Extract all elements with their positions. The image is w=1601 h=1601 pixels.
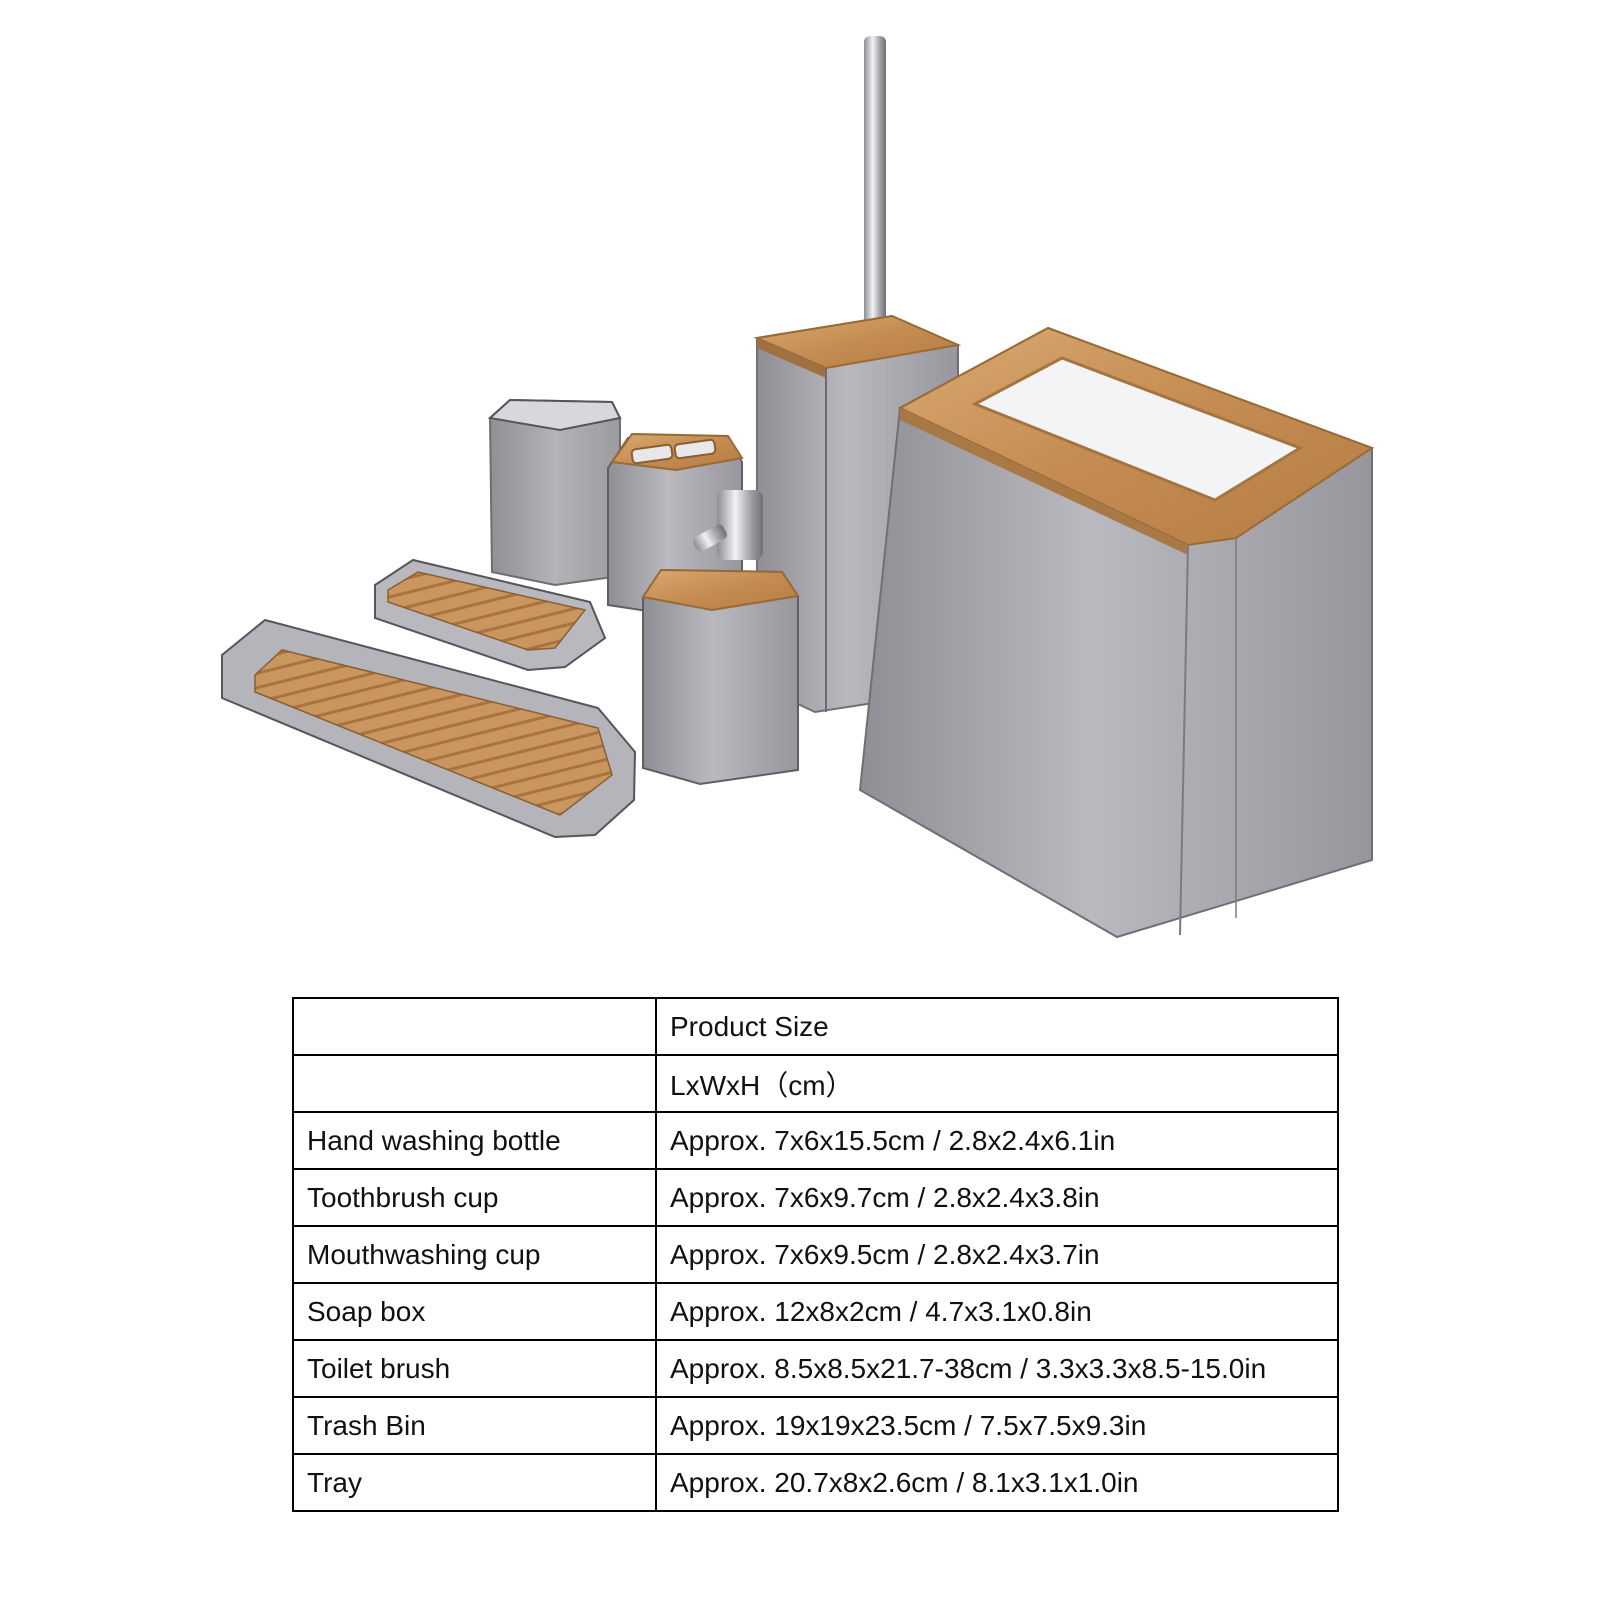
trash-bin [858, 326, 1375, 939]
table-cell-label [292, 1054, 657, 1113]
table-cell-label: Mouthwashing cup [292, 1225, 657, 1284]
product-size-table: Product Size LxWxH（cm） Hand washing bott… [292, 997, 1339, 1512]
table-cell-label: Tray [292, 1453, 657, 1512]
table-cell-value: Approx. 19x19x23.5cm / 7.5x7.5x9.3in [655, 1396, 1339, 1455]
table-cell-value: LxWxH（cm） [655, 1054, 1339, 1113]
soap-dispenser [641, 490, 800, 786]
table-cell-label: Hand washing bottle [292, 1111, 657, 1170]
table-cell-label: Trash Bin [292, 1396, 657, 1455]
table-row: Tray Approx. 20.7x8x2.6cm / 8.1x3.1x1.0i… [292, 1453, 1339, 1512]
table-cell-value: Approx. 7x6x15.5cm / 2.8x2.4x6.1in [655, 1111, 1339, 1170]
table-cell-value: Approx. 7x6x9.7cm / 2.8x2.4x3.8in [655, 1168, 1339, 1227]
table-cell-value: Approx. 20.7x8x2.6cm / 8.1x3.1x1.0in [655, 1453, 1339, 1512]
table-row: Soap box Approx. 12x8x2cm / 4.7x3.1x0.8i… [292, 1282, 1339, 1341]
table-header-row: Product Size [292, 997, 1339, 1056]
table-cell-label [292, 997, 657, 1056]
table-row: Mouthwashing cup Approx. 7x6x9.5cm / 2.8… [292, 1225, 1339, 1284]
table-row: Trash Bin Approx. 19x19x23.5cm / 7.5x7.5… [292, 1396, 1339, 1455]
table-cell-value: Approx. 7x6x9.5cm / 2.8x2.4x3.7in [655, 1225, 1339, 1284]
table-cell-value: Approx. 12x8x2cm / 4.7x3.1x0.8in [655, 1282, 1339, 1341]
table-row: Hand washing bottle Approx. 7x6x15.5cm /… [292, 1111, 1339, 1170]
tray [221, 618, 637, 839]
table-unit-row: LxWxH（cm） [292, 1054, 1339, 1113]
table-row: Toilet brush Approx. 8.5x8.5x21.7-38cm /… [292, 1339, 1339, 1398]
table-cell-value: Product Size [655, 997, 1339, 1056]
mouthwash-cup [487, 398, 622, 587]
soap-box [374, 558, 607, 672]
table-cell-label: Toilet brush [292, 1339, 657, 1398]
product-photo [221, 36, 1375, 939]
table-row: Toothbrush cup Approx. 7x6x9.7cm / 2.8x2… [292, 1168, 1339, 1227]
table-cell-label: Toothbrush cup [292, 1168, 657, 1227]
table-cell-value: Approx. 8.5x8.5x21.7-38cm / 3.3x3.3x8.5-… [655, 1339, 1339, 1398]
table-cell-label: Soap box [292, 1282, 657, 1341]
